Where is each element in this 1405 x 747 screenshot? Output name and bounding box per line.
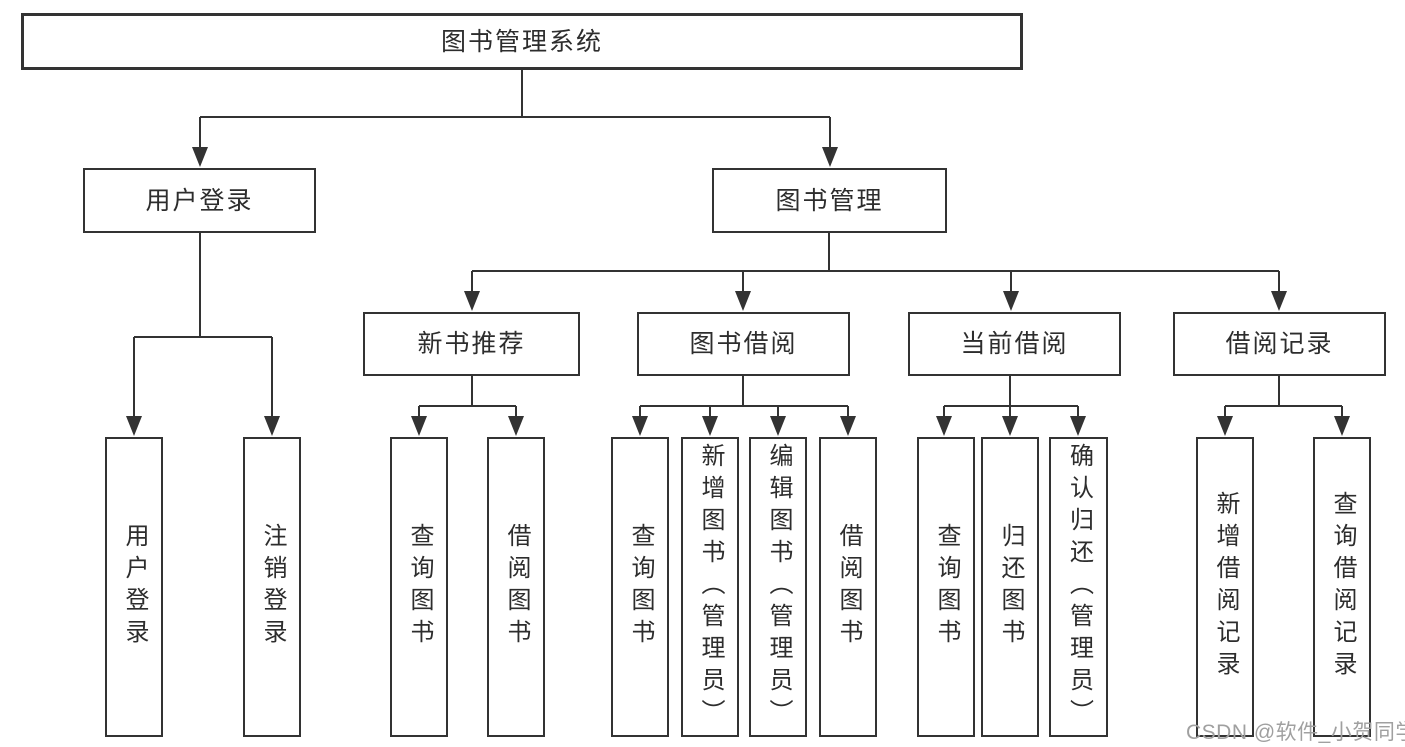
node-label: 新增借阅记录 bbox=[1212, 491, 1239, 683]
node-user-login-leaf: 用户登录 bbox=[105, 437, 163, 737]
node-label: 图书管理系统 bbox=[440, 27, 603, 56]
node-logout-login: 注销登录 bbox=[243, 437, 301, 737]
node-label: 编辑图书（管理员） bbox=[765, 443, 792, 731]
csdn-watermark: CSDN @软件_小贺同学 bbox=[1186, 721, 1405, 744]
node-confirm-return-admin: 确认归还（管理员） bbox=[1049, 437, 1108, 737]
node-current-borrowing: 当前借阅 bbox=[908, 312, 1121, 376]
node-new-book-recommend: 新书推荐 bbox=[363, 312, 580, 376]
node-label: 借阅图书 bbox=[503, 523, 530, 651]
node-borrow-books-recommend: 借阅图书 bbox=[487, 437, 545, 737]
node-add-borrow-record: 新增借阅记录 bbox=[1196, 437, 1254, 737]
node-label: 注销登录 bbox=[259, 523, 286, 651]
node-query-books-recommend: 查询图书 bbox=[390, 437, 448, 737]
node-label: 确认归还（管理员） bbox=[1065, 443, 1093, 731]
node-borrowing-records: 借阅记录 bbox=[1173, 312, 1386, 376]
node-library-management-system: 图书管理系统 bbox=[21, 13, 1023, 70]
node-label: 借阅图书 bbox=[835, 523, 862, 651]
node-label: 用户登录 bbox=[121, 523, 148, 651]
node-label: 用户登录 bbox=[145, 186, 254, 215]
node-label: 查询图书 bbox=[933, 523, 960, 651]
node-label: 当前借阅 bbox=[960, 330, 1069, 358]
node-label: 借阅记录 bbox=[1225, 330, 1334, 358]
node-book-borrowing: 图书借阅 bbox=[637, 312, 850, 376]
node-label: 查询图书 bbox=[406, 523, 433, 651]
node-user-login: 用户登录 bbox=[83, 168, 316, 233]
node-add-books-admin: 新增图书（管理员） bbox=[681, 437, 739, 737]
node-book-management: 图书管理 bbox=[712, 168, 947, 233]
arrowhead-icons bbox=[126, 147, 1350, 436]
node-edit-books-admin: 编辑图书（管理员） bbox=[749, 437, 807, 737]
node-label: 图书借阅 bbox=[689, 330, 798, 358]
node-label: 新增图书（管理员） bbox=[697, 443, 724, 731]
node-label: 新书推荐 bbox=[417, 330, 526, 358]
node-label: 图书管理 bbox=[775, 186, 884, 215]
node-label: 归还图书 bbox=[997, 523, 1024, 651]
node-return-books: 归还图书 bbox=[981, 437, 1039, 737]
node-borrow-books-leaf: 借阅图书 bbox=[819, 437, 877, 737]
node-label: 查询借阅记录 bbox=[1329, 491, 1356, 683]
node-query-books-borrowing: 查询图书 bbox=[611, 437, 669, 737]
node-query-borrow-record: 查询借阅记录 bbox=[1313, 437, 1371, 737]
node-label: 查询图书 bbox=[627, 523, 654, 651]
node-query-books-current: 查询图书 bbox=[917, 437, 975, 737]
